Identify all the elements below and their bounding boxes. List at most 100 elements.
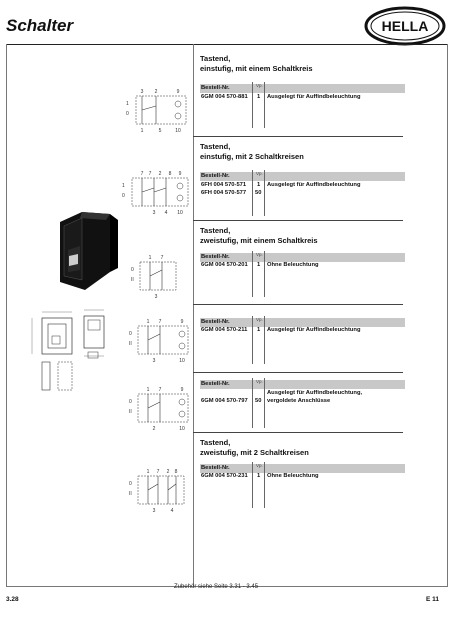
d5-side-label-2: II: [129, 409, 132, 415]
d3-bottom-label-1: 3: [155, 294, 158, 300]
d1-bottom-label-3: 10: [175, 128, 181, 134]
desc-5: Ausgelegt für Auffindbeleuchtung,: [267, 390, 363, 396]
order-number-3: 6GM 004 570-201: [201, 262, 248, 268]
order-number-5: 6GM 004 570-797: [201, 398, 248, 404]
col-order-5: Bestell-Nr.: [201, 381, 230, 387]
d5-bottom-label-1: 2: [153, 426, 156, 432]
section-divider-1: [193, 136, 403, 137]
section-title-2-line2: einstufig, mit 2 Schaltkreisen: [200, 152, 304, 161]
vp-4: 1: [257, 327, 261, 333]
d1-bottom-label-1: 1: [141, 128, 144, 134]
hella-logo: HELLA: [364, 6, 446, 46]
d1-side-label-2: 0: [126, 111, 129, 117]
d2-side-label-2: 0: [122, 193, 125, 199]
col-order-1: Bestell-Nr.: [201, 85, 230, 91]
section-title-3: Tastend, zweistufig, mit einem Schaltkre…: [200, 226, 318, 246]
col-order-4: Bestell-Nr.: [201, 319, 230, 325]
d1-bottom-label-2: 5: [159, 128, 162, 134]
section-title-6-line2: zweistufig, mit 2 Schaltkreisen: [200, 448, 309, 457]
vp-2b: 50: [255, 190, 262, 196]
page-number: 3.28: [6, 596, 19, 603]
d4-side-label-1: 0: [129, 331, 132, 337]
table-divider: [264, 170, 265, 216]
section-title-1: Tastend, einstufig, mit einem Schaltkrei…: [200, 54, 313, 74]
vp-3: 1: [257, 262, 261, 268]
vp-6: 1: [257, 473, 261, 479]
page-title: Schalter: [6, 16, 74, 35]
d1-top-label-1: 3: [141, 89, 144, 95]
table-divider: [252, 170, 253, 216]
section-title-1-line1: Tastend,: [200, 54, 231, 63]
col-vp-5: Vp.: [256, 379, 263, 384]
column-rule: [193, 44, 194, 586]
section-title-6-line1: Tastend,: [200, 438, 231, 447]
d6-top-label-4: 8: [175, 469, 178, 475]
d4-side-label-2: II: [129, 341, 132, 347]
table-divider: [264, 378, 265, 428]
header-rule: [6, 44, 448, 45]
d4-top-label-1: 1: [147, 319, 150, 325]
d3-top-label-2: 7: [161, 255, 164, 261]
section-title-1-line2: einstufig, mit einem Schaltkreis: [200, 64, 313, 73]
desc-5-line2: vergoldete Anschlüsse: [267, 398, 331, 404]
table-header-4: [200, 318, 405, 327]
page-code: E 11: [426, 596, 440, 603]
desc-1: Ausgelegt für Auffindbeleuchtung: [267, 94, 361, 100]
d6-side-label-2: II: [129, 491, 132, 497]
d2-top-label-4: 8: [169, 171, 172, 177]
d5-top-label-3: 9: [181, 387, 184, 393]
d1-top-label-3: 9: [177, 89, 180, 95]
section-title-6: Tastend, zweistufig, mit 2 Schaltkreisen: [200, 438, 309, 458]
d3-top-label-1: 1: [149, 255, 152, 261]
d2-top-label-2: 7: [149, 171, 152, 177]
table-divider: [264, 251, 265, 297]
d5-top-label-1: 1: [147, 387, 150, 393]
col-vp-3: Vp.: [256, 252, 263, 257]
order-number-4: 6GM 004 570-211: [201, 327, 248, 333]
d6-top-label-1: 1: [147, 469, 150, 475]
col-vp-1: Vp.: [256, 83, 263, 88]
section-divider-2: [193, 220, 403, 221]
desc-6: Ohne Beleuchtung: [267, 473, 319, 479]
section-title-3-line1: Tastend,: [200, 226, 231, 235]
col-vp-6: Vp.: [256, 463, 263, 468]
accessory-note: Zubehör siehe Seite 3.31 - 3.45: [174, 584, 259, 590]
vp-2a: 1: [257, 182, 261, 188]
d5-top-label-2: 7: [159, 387, 162, 393]
circuit-diagram-4: 1 7 9 3 10 0 II: [126, 318, 198, 364]
d6-bottom-label-1: 3: [153, 508, 156, 514]
desc-4: Ausgelegt für Auffindbeleuchtung: [267, 327, 361, 333]
d5-side-label-1: 0: [129, 399, 132, 405]
d2-bottom-label-3: 10: [177, 210, 183, 216]
left-frame-rule: [6, 44, 7, 586]
section-title-3-line2: zweistufig, mit einem Schaltkreis: [200, 236, 318, 245]
order-number-6: 6GM 004 570-231: [201, 473, 248, 479]
col-order-2: Bestell-Nr.: [201, 173, 230, 179]
d2-top-label-1: 7: [141, 171, 144, 177]
order-number-2a: 6FH 004 570-571: [201, 182, 247, 188]
footer-rule: [6, 586, 448, 587]
circuit-diagram-3: 1 7 3 0 II: [128, 254, 188, 300]
d6-side-label-1: 0: [129, 481, 132, 487]
table-divider: [264, 82, 265, 128]
d2-bottom-label-2: 4: [165, 210, 168, 216]
section-title-2-line1: Tastend,: [200, 142, 231, 151]
right-frame-rule: [447, 44, 448, 586]
table-header-2: [200, 172, 405, 181]
d2-top-label-5: 9: [179, 171, 182, 177]
table-header-1: [200, 84, 405, 93]
col-order-3: Bestell-Nr.: [201, 254, 230, 260]
rocker-switch-photo: [40, 202, 140, 302]
section-divider-4: [193, 372, 403, 373]
table-header-5: [200, 380, 405, 389]
d4-bottom-label-2: 10: [179, 358, 185, 364]
section-divider-5: [193, 432, 403, 433]
dimension-drawing-front: [22, 306, 122, 396]
col-vp-2: Vp.: [256, 171, 263, 176]
table-divider: [252, 251, 253, 297]
d3-side-label-2: II: [131, 277, 134, 283]
desc-3: Ohne Beleuchtung: [267, 262, 319, 268]
d4-top-label-3: 9: [181, 319, 184, 325]
circuit-diagram-2: 7 7 2 8 9 3 4 10 1 0: [118, 170, 196, 216]
table-divider: [252, 462, 253, 508]
